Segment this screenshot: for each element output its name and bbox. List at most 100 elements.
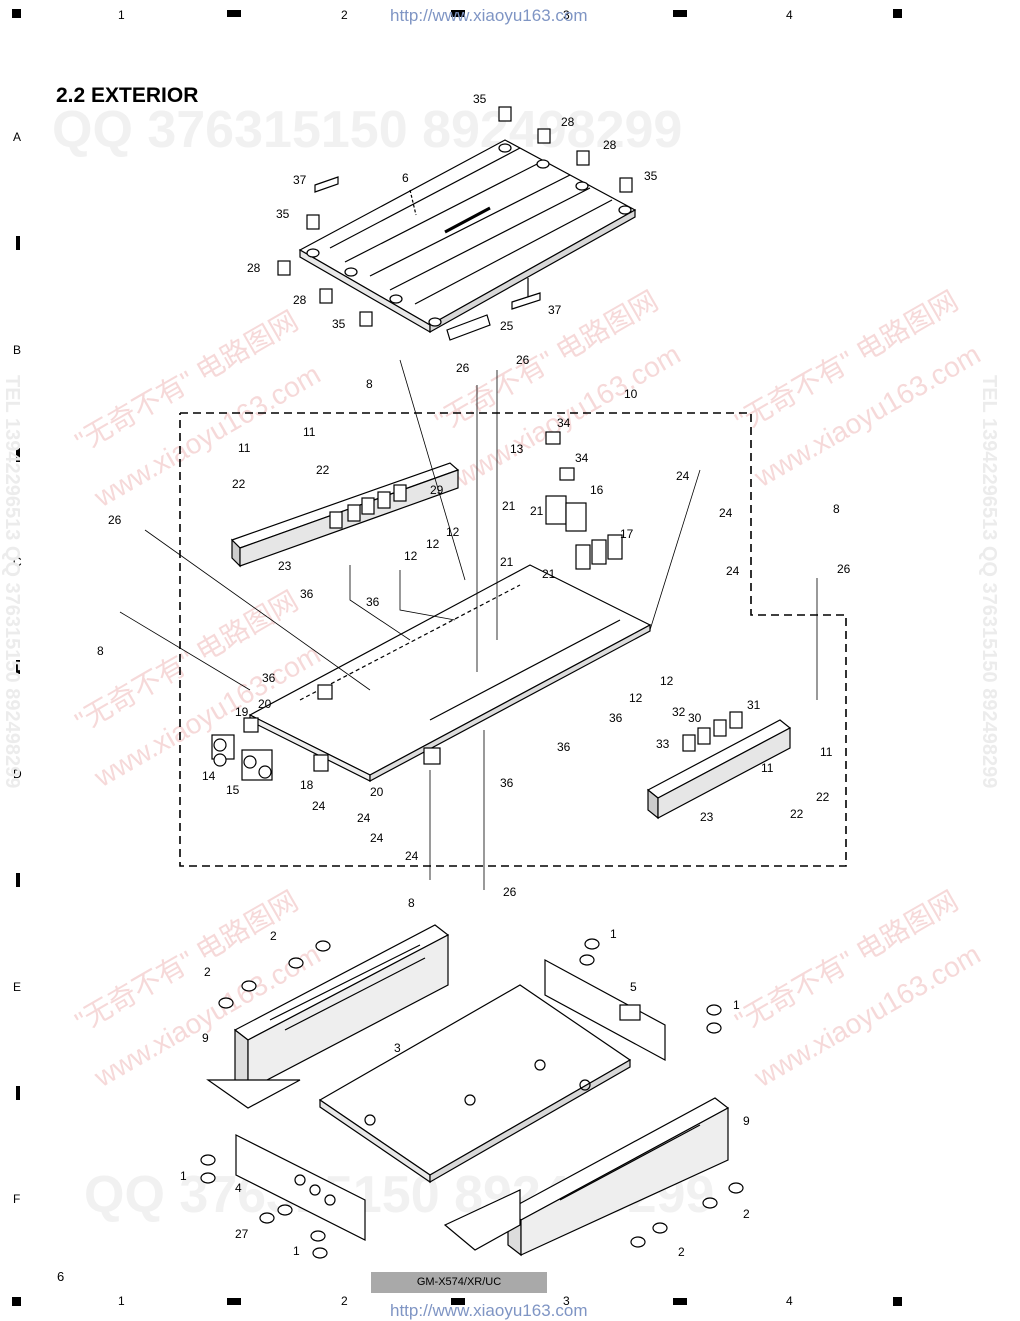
crop-mark [12,9,21,18]
rca-jacks [211,684,441,781]
model-name: GM-X574/XR/UC [371,1272,547,1293]
callout-number: 28 [293,293,307,307]
callout-number: 22 [232,477,246,491]
callout-number: 15 [226,783,240,797]
insulator [206,1079,301,1109]
callout-number: 26 [516,353,530,367]
callout-number: 12 [404,549,418,563]
callout-number: 25 [500,319,514,333]
callout-number: 6 [402,171,409,185]
end-panel-4 [235,1134,366,1241]
callout-number: 20 [370,785,384,799]
insulator [443,1189,521,1251]
callout-number: 32 [672,705,686,719]
callout-number: 34 [575,451,589,465]
callout-number: 26 [108,513,122,527]
callout-number: 36 [609,711,623,725]
callout-number: 24 [370,831,384,845]
callout-number: 26 [503,885,517,899]
grid-dash [16,873,20,887]
callout-number: 35 [276,207,290,221]
callout-number: 12 [660,674,674,688]
callout-number: 11 [820,745,833,759]
crop-mark [893,1297,902,1306]
watermark-qq: QQ 376315150 892498299 [52,101,683,159]
callout-number: 12 [446,525,460,539]
grid-dash [451,10,465,17]
grid-col-4: 4 [786,1294,793,1308]
crop-mark [893,9,902,18]
section-title: 2.2 EXTERIOR [56,84,199,107]
callout-number: 16 [590,483,604,497]
callout-number: 24 [726,564,740,578]
grid-col-2: 2 [341,1294,348,1308]
callout-number: 19 [235,705,249,719]
page-number: 6 [57,1269,65,1284]
connector-blocks [545,431,623,570]
callout-number: 33 [656,737,670,751]
grid-dash [16,660,20,674]
callout-number: 24 [357,811,371,825]
transistors [329,484,743,752]
bottom-screws [200,938,744,1259]
heatsink-9-upper [233,924,450,1092]
grid-col-4: 4 [786,8,793,22]
callout-number: 36 [500,776,514,790]
callout-number: 36 [262,671,276,685]
cover-screws [277,106,633,327]
callout-number: 24 [312,799,326,813]
grid-dash [16,236,20,250]
grid-dash [16,448,20,462]
callout-number: 23 [278,559,292,573]
grid-row-e: E [13,980,22,994]
leader-lines [119,359,818,890]
grid-dash [227,10,241,17]
callout-number: 12 [629,691,643,705]
callout-number: 22 [790,807,804,821]
header-url-link[interactable]: http://www.xiaoyu163.com [390,6,588,25]
callout-number: 27 [235,1227,249,1241]
heatsink-bar-right [646,719,792,820]
callout-number: 24 [405,849,419,863]
grid-col-2: 2 [341,8,348,22]
callout-number: 1 [733,998,740,1012]
callout-number: 37 [548,303,562,317]
grid-dash [451,1298,465,1305]
footer-url-link[interactable]: http://www.xiaoyu163.com [390,1301,588,1320]
chassis [318,984,632,1184]
grid-col-3: 3 [563,8,570,22]
pcb-assembly-outline [179,412,847,867]
callout-number: 28 [603,138,617,152]
callout-number: 1 [180,1169,187,1183]
heatsink-9-lower [506,1097,730,1257]
callout-number: 28 [247,261,261,275]
callout-number: 36 [557,740,571,754]
callout-number: 35 [644,169,658,183]
grid-row-d: D [13,767,22,781]
callout-number: 34 [557,416,571,430]
callout-number: 11 [238,441,251,455]
callout-number: 24 [676,469,690,483]
callout-number: 8 [408,896,415,910]
callout-number: 3 [394,1041,401,1055]
callout-number: 20 [258,697,272,711]
callout-number: 35 [332,317,346,331]
callout-number: 23 [700,810,714,824]
end-panel-5 [544,958,666,1062]
callout-number: 36 [300,587,314,601]
callout-number: 1 [293,1244,300,1258]
callout-number: 30 [688,711,702,725]
callout-number: 2 [204,965,211,979]
callout-number: 14 [202,769,216,783]
crop-mark [12,1297,21,1306]
callout-number: 17 [620,527,634,541]
callout-number: 10 [624,387,638,401]
callout-number: 8 [833,502,840,516]
heatsink-bar-left [230,462,460,568]
callout-number: 26 [837,562,851,576]
grid-dash [673,1298,687,1305]
top-cover [298,139,637,334]
callout-number: 11 [761,761,774,775]
callout-number: 31 [747,698,761,712]
